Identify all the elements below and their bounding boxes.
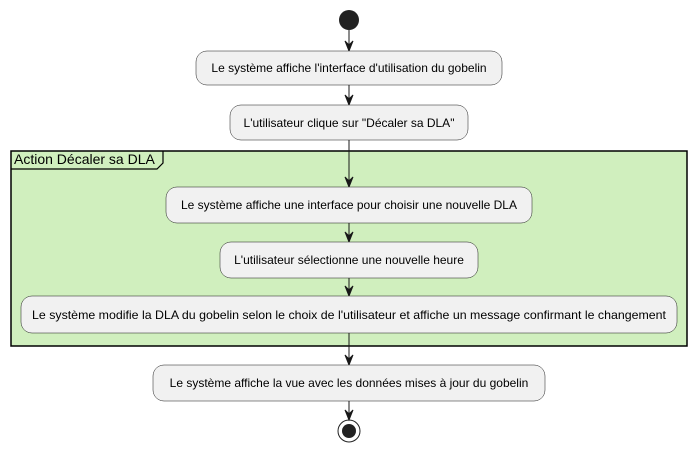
activity-box — [20, 295, 678, 334]
activity-6: Le système affiche la vue avec les donné… — [152, 364, 546, 402]
end-node-ring — [337, 419, 361, 443]
end-node — [337, 419, 361, 443]
activity-box — [219, 241, 479, 279]
flow-edges — [344, 30, 354, 422]
activity-label: Le système affiche l'interface d'utilisa… — [211, 61, 486, 75]
partition-tab — [11, 151, 164, 170]
activity-4: L'utilisateur sélectionne une nouvelle h… — [219, 241, 479, 279]
activity-3: Le système affiche une interface pour ch… — [165, 186, 533, 224]
activity-label: L'utilisateur sélectionne une nouvelle h… — [234, 253, 464, 267]
activity-label: L'utilisateur clique sur "Décaler sa DLA… — [244, 116, 455, 130]
start-node — [339, 10, 359, 30]
partition-title: Action Décaler sa DLA — [14, 151, 156, 167]
activity-label: Le système modifie la DLA du gobelin sel… — [32, 308, 667, 322]
activity-label: Le système affiche la vue avec les donné… — [170, 376, 529, 390]
activity-1: Le système affiche l'interface d'utilisa… — [195, 50, 503, 86]
flow-arrowhead — [344, 231, 354, 244]
flow-arrowhead — [344, 94, 354, 107]
end-node-core — [342, 424, 356, 438]
activity-box — [165, 186, 533, 224]
activity-label: Le système affiche une interface pour ch… — [181, 198, 517, 212]
flow-arrowhead — [344, 40, 354, 53]
flow-arrowhead — [344, 354, 354, 367]
activity-5: Le système modifie la DLA du gobelin sel… — [20, 295, 678, 334]
activity-box — [195, 50, 503, 86]
activity-box — [152, 364, 546, 402]
flow-arrowhead — [344, 176, 354, 189]
activity-2: L'utilisateur clique sur "Décaler sa DLA… — [229, 104, 469, 141]
flow-arrowhead — [344, 285, 354, 298]
activity-box — [229, 104, 469, 141]
flow-arrowhead — [344, 409, 354, 422]
